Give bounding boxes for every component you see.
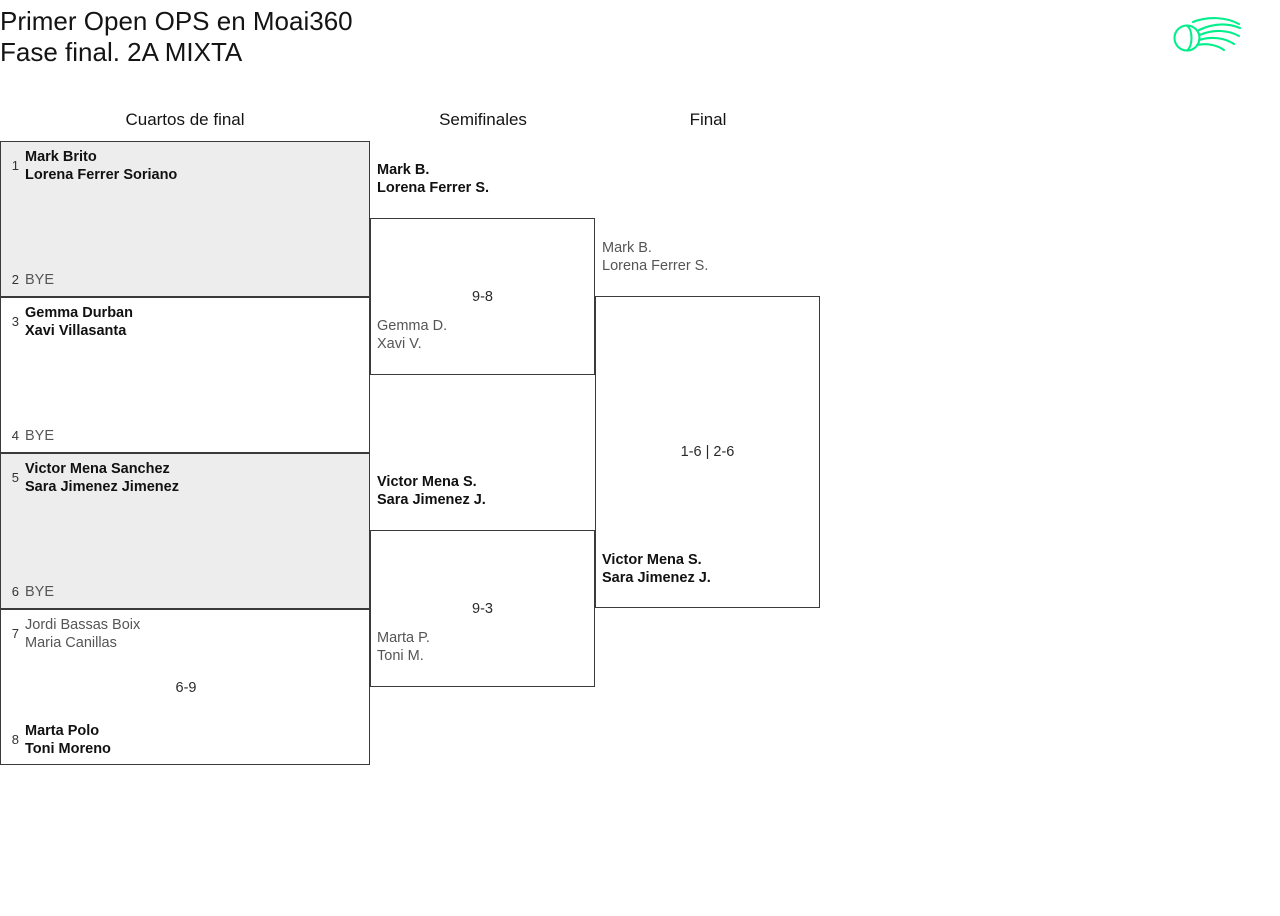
player-2-name: Sara Jimenez J. [377,492,486,508]
column-header-quarterfinals: Cuartos de final [125,110,245,129]
player-2-name: Sara Jimenez Jimenez [25,479,179,495]
team-name: Jordi Bassas Boix Maria Canillas [25,616,140,652]
player-1-name: Victor Mena Sanchez [25,461,170,477]
player-1-name: Gemma D. [377,318,448,334]
team-name: BYE [25,426,54,446]
seed-number: 2 [11,272,19,287]
team-name: Marta Polo Toni Moreno [25,722,111,758]
match-slot-bottom[interactable]: 6 BYE [1,582,369,602]
quarterfinal-match-4[interactable]: 7 Jordi Bassas Boix Maria Canillas 8 Mar… [0,609,370,765]
player-2-name: Xavi Villasanta [25,323,127,339]
match-score: 1-6 | 2-6 [680,444,735,460]
match-score: 9-8 [472,288,493,305]
player-2-name: Toni Moreno [25,741,111,757]
quarterfinal-match-1[interactable]: 1 Mark Brito Lorena Ferrer Soriano 2 BYE [0,141,370,297]
team-name: Victor Mena Sanchez Sara Jimenez Jimenez [25,460,179,496]
semifinal-2-loser-label: Marta P. Toni M. [377,629,430,665]
semifinal-2-winner-label: Victor Mena S. Sara Jimenez J. [377,473,486,509]
tournament-title: Primer Open OPS en Moai360 Fase final. 2… [0,6,900,68]
team-name: BYE [25,270,54,290]
match-slot-top[interactable]: 3 Gemma Durban Xavi Villasanta [1,304,369,350]
column-header-semifinals: Semifinales [439,110,527,129]
column-header-final: Final [689,110,727,129]
final-match[interactable]: 1-6 | 2-6 [595,296,820,608]
player-2-name: Lorena Ferrer Soriano [25,167,178,183]
seed-number: 8 [11,732,19,747]
seed-number: 1 [11,158,19,173]
final-runner-up-label: Mark B. Lorena Ferrer S. [602,239,708,275]
player-2-name: Sara Jimenez J. [602,570,711,586]
seed-number: 7 [11,626,19,641]
match-slot-top[interactable]: 7 Jordi Bassas Boix Maria Canillas [1,616,369,662]
player-1-name: Mark B. [377,162,430,178]
team-name: Gemma Durban Xavi Villasanta [25,304,133,340]
team-name: Mark Brito Lorena Ferrer Soriano [25,148,177,184]
match-slot-bottom[interactable]: 2 BYE [1,270,369,290]
player-1-name: Victor Mena S. [377,474,477,490]
title-line-1: Primer Open OPS en Moai360 [0,6,353,36]
seed-number: 4 [11,428,19,443]
player-1-name: BYE [25,272,55,288]
seed-number: 5 [11,470,19,485]
match-slot-bottom[interactable]: 8 Marta Polo Toni Moreno [1,722,369,758]
player-2-name: Xavi V. [377,336,422,352]
semifinal-match-1[interactable]: 9-8 [370,218,595,375]
match-slot-top[interactable]: 1 Mark Brito Lorena Ferrer Soriano [1,148,369,194]
quarterfinal-match-3[interactable]: 5 Victor Mena Sanchez Sara Jimenez Jimen… [0,453,370,609]
player-2-name: Toni M. [377,648,424,664]
player-2-name: Lorena Ferrer S. [377,180,490,196]
semifinal-match-2[interactable]: 9-3 [370,530,595,687]
semifinal-1-winner-label: Mark B. Lorena Ferrer S. [377,161,489,197]
player-1-name: Marta Polo [25,723,100,739]
match-slot-top[interactable]: 5 Victor Mena Sanchez Sara Jimenez Jimen… [1,460,369,506]
player-1-name: Mark Brito [25,149,97,165]
player-1-name: BYE [25,428,55,444]
final-champion-label: Victor Mena S. Sara Jimenez J. [602,551,711,587]
player-2-name: Maria Canillas [25,635,117,651]
player-1-name: Jordi Bassas Boix [25,617,141,633]
match-score: 9-3 [472,600,493,617]
semifinal-1-loser-label: Gemma D. Xavi V. [377,317,447,353]
match-slot-bottom[interactable]: 4 BYE [1,426,369,446]
seed-number: 6 [11,584,19,599]
quarterfinal-match-2[interactable]: 3 Gemma Durban Xavi Villasanta 4 BYE [0,297,370,453]
team-name: BYE [25,582,54,602]
player-1-name: BYE [25,584,55,600]
player-1-name: Marta P. [377,630,430,646]
seed-number: 3 [11,314,19,329]
title-line-2: Fase final. 2A MIXTA [0,37,243,67]
moai360-logo [1170,14,1248,60]
player-1-name: Victor Mena S. [602,552,702,568]
player-2-name: Lorena Ferrer S. [602,258,709,274]
player-1-name: Mark B. [602,240,652,256]
player-1-name: Gemma Durban [25,305,133,321]
